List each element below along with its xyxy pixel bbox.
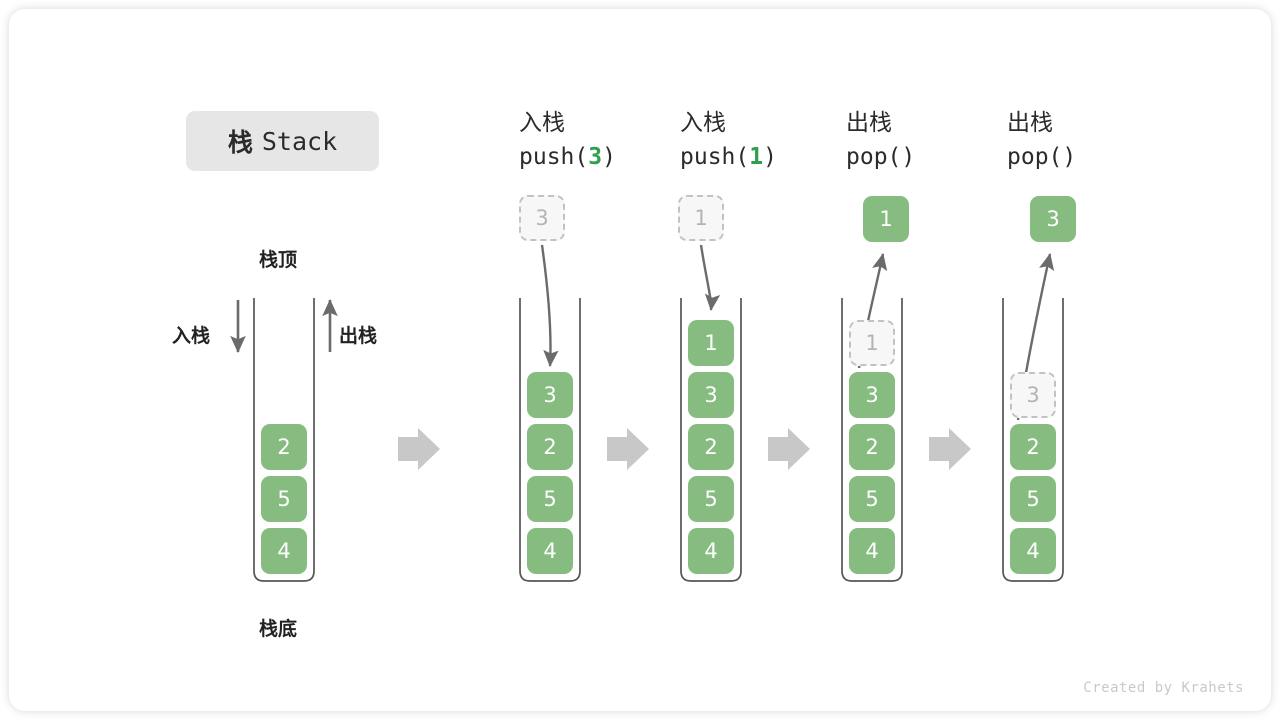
call-prefix: push( [680,144,750,170]
figure-title: 栈 Stack [186,111,379,171]
stack-cell: 5 [688,476,734,522]
step-header-push-3: 入栈 push(3) [519,106,689,174]
call-arg: 1 [749,144,764,170]
stack-cell: 2 [261,424,307,470]
detached-element-pop-3: 3 [1030,196,1076,242]
stack-cell: 2 [688,424,734,470]
stack-cell: 2 [527,424,573,470]
figure-title-en: Stack [261,126,338,156]
step-op-name: 入栈 [680,110,726,136]
call-suffix: ) [763,144,777,170]
step-op-call: push(3) [519,140,689,174]
stack-cell-removed: 1 [849,320,895,366]
detached-element-push-1: 1 [678,195,724,241]
step-op-name: 出栈 [846,110,892,136]
stack-cell: 5 [261,476,307,522]
step-header-pop-3: 出栈 pop() [1007,106,1177,174]
call-suffix: ) [602,144,616,170]
stack-cell: 3 [527,372,573,418]
stack-cell: 3 [688,372,734,418]
step-op-call: pop() [1007,140,1177,174]
stack-cell: 4 [527,528,573,574]
call-prefix: pop( [846,144,902,170]
detached-element-pop-1: 1 [863,196,909,242]
step-op-call: pop() [846,140,1016,174]
call-prefix: pop( [1007,144,1063,170]
stack-top-label: 栈顶 [259,249,298,271]
stack-cell: 5 [1010,476,1056,522]
figure-title-cn: 栈 [227,128,253,157]
pop-direction-label: 出栈 [339,325,378,347]
stack-cell-removed: 3 [1010,372,1056,418]
push-direction-label: 入栈 [172,325,211,347]
stack-cell: 1 [688,320,734,366]
call-suffix: ) [1062,144,1077,170]
call-prefix: push( [519,144,589,170]
call-suffix: ) [901,144,916,170]
stack-cell: 5 [849,476,895,522]
step-op-name: 出栈 [1007,110,1053,136]
credit-label: Created by Krahets [1083,680,1244,696]
stack-cell: 4 [261,528,307,574]
stack-cell: 4 [688,528,734,574]
stack-cell: 2 [1010,424,1056,470]
step-header-pop-1: 出栈 pop() [846,106,1016,174]
stack-cell: 3 [849,372,895,418]
call-arg: 3 [588,144,603,170]
step-op-call: push(1) [680,140,850,174]
step-op-name: 入栈 [519,110,565,136]
step-header-push-1: 入栈 push(1) [680,106,850,174]
stack-bottom-label: 栈底 [259,618,298,640]
stack-cell: 4 [849,528,895,574]
stack-cell: 5 [527,476,573,522]
stack-cell: 4 [1010,528,1056,574]
stack-cell: 2 [849,424,895,470]
detached-element-push-3: 3 [519,195,565,241]
